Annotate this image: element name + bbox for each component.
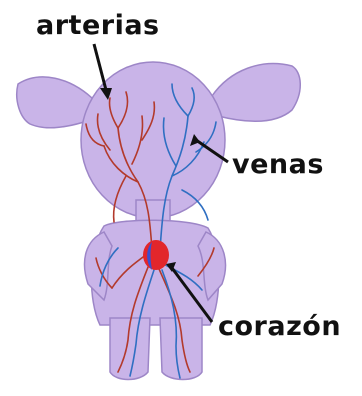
venas-label: venas <box>232 149 324 180</box>
corazon-label: corazón <box>218 311 341 342</box>
arterias-label: arterias <box>36 10 160 41</box>
heart <box>143 240 169 270</box>
